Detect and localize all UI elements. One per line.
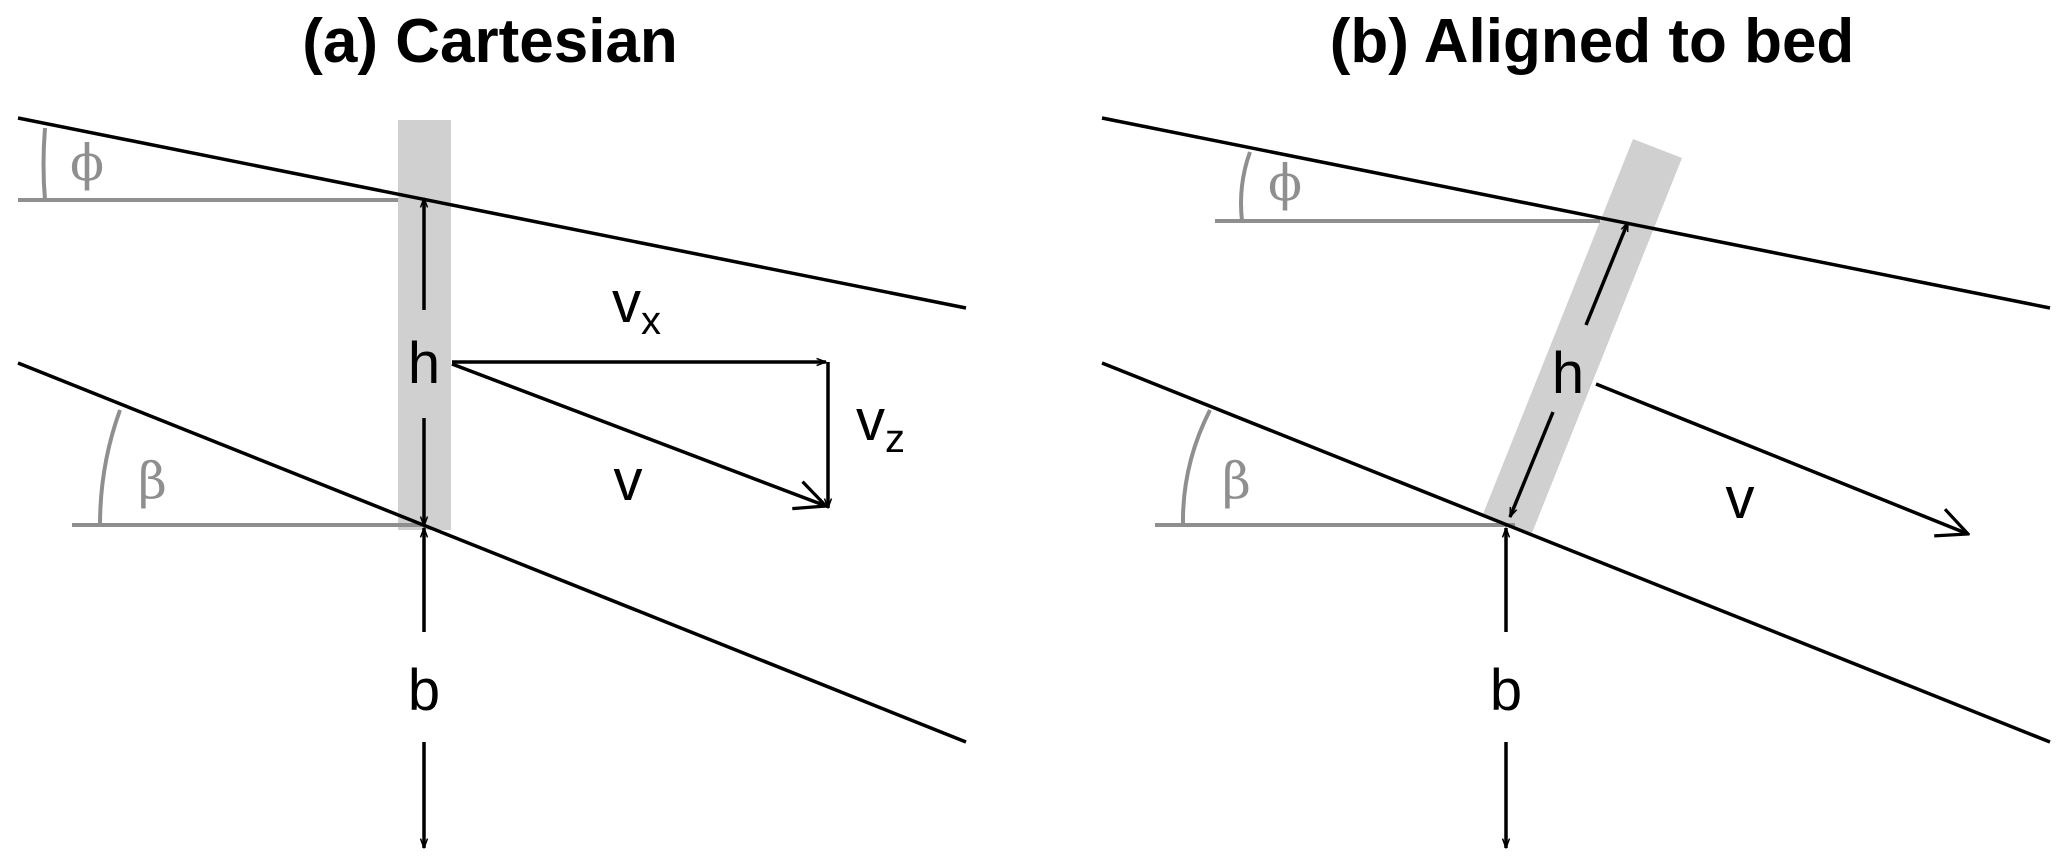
panel-b-beta-arc: [1180, 409, 1212, 526]
panel-b-beta-label: β: [1222, 452, 1251, 510]
panel-a-v-label: v: [614, 448, 643, 513]
panel-a-v-arrow: [451, 362, 826, 506]
panel-b-title: (b) Aligned to bed: [1330, 7, 1855, 76]
panel-a-beta-arc: [98, 409, 122, 526]
panel-b-h-arrow-down: [1508, 411, 1555, 517]
panel-b: (b) Aligned to bed ϕ β h b v: [1101, 7, 2051, 848]
panel-a-vx-subscript: x: [641, 299, 661, 343]
panel-b-v-label: v: [1726, 466, 1755, 531]
panel-a-surface-line: [17, 116, 967, 310]
panel-a-phi-label: ϕ: [70, 134, 104, 192]
panel-b-phi-arc: [1239, 151, 1252, 222]
panel-b-b-label: b: [1490, 658, 1522, 723]
panel-a-vz-label: vz: [856, 388, 905, 461]
panel-a-phi-arc: [41, 127, 47, 201]
panel-b-h-arrow-up: [1584, 222, 1630, 326]
panel-a-h-label: h: [408, 331, 440, 396]
panel-b-column: [1483, 139, 1682, 533]
panel-a-title: (a) Cartesian: [302, 7, 678, 76]
panel-a-vx-main: v: [612, 270, 641, 335]
panel-a-beta-label: β: [138, 452, 167, 510]
panel-a-vx-label: vx: [612, 270, 661, 343]
panel-a-bed-line: [17, 361, 967, 744]
panel-b-h-label: h: [1552, 341, 1584, 406]
panel-a-vz-main: v: [856, 388, 885, 453]
panel-a-vz-subscript: z: [885, 417, 905, 461]
panel-a: (a) Cartesian ϕ β h b vx vz v: [17, 7, 967, 848]
panel-b-surface-line: [1101, 116, 2051, 310]
panel-b-phi-label: ϕ: [1268, 154, 1302, 212]
panel-b-bed-line: [1101, 361, 2051, 744]
panel-b-v-arrow: [1595, 382, 1968, 534]
panel-a-b-label: b: [408, 658, 440, 723]
